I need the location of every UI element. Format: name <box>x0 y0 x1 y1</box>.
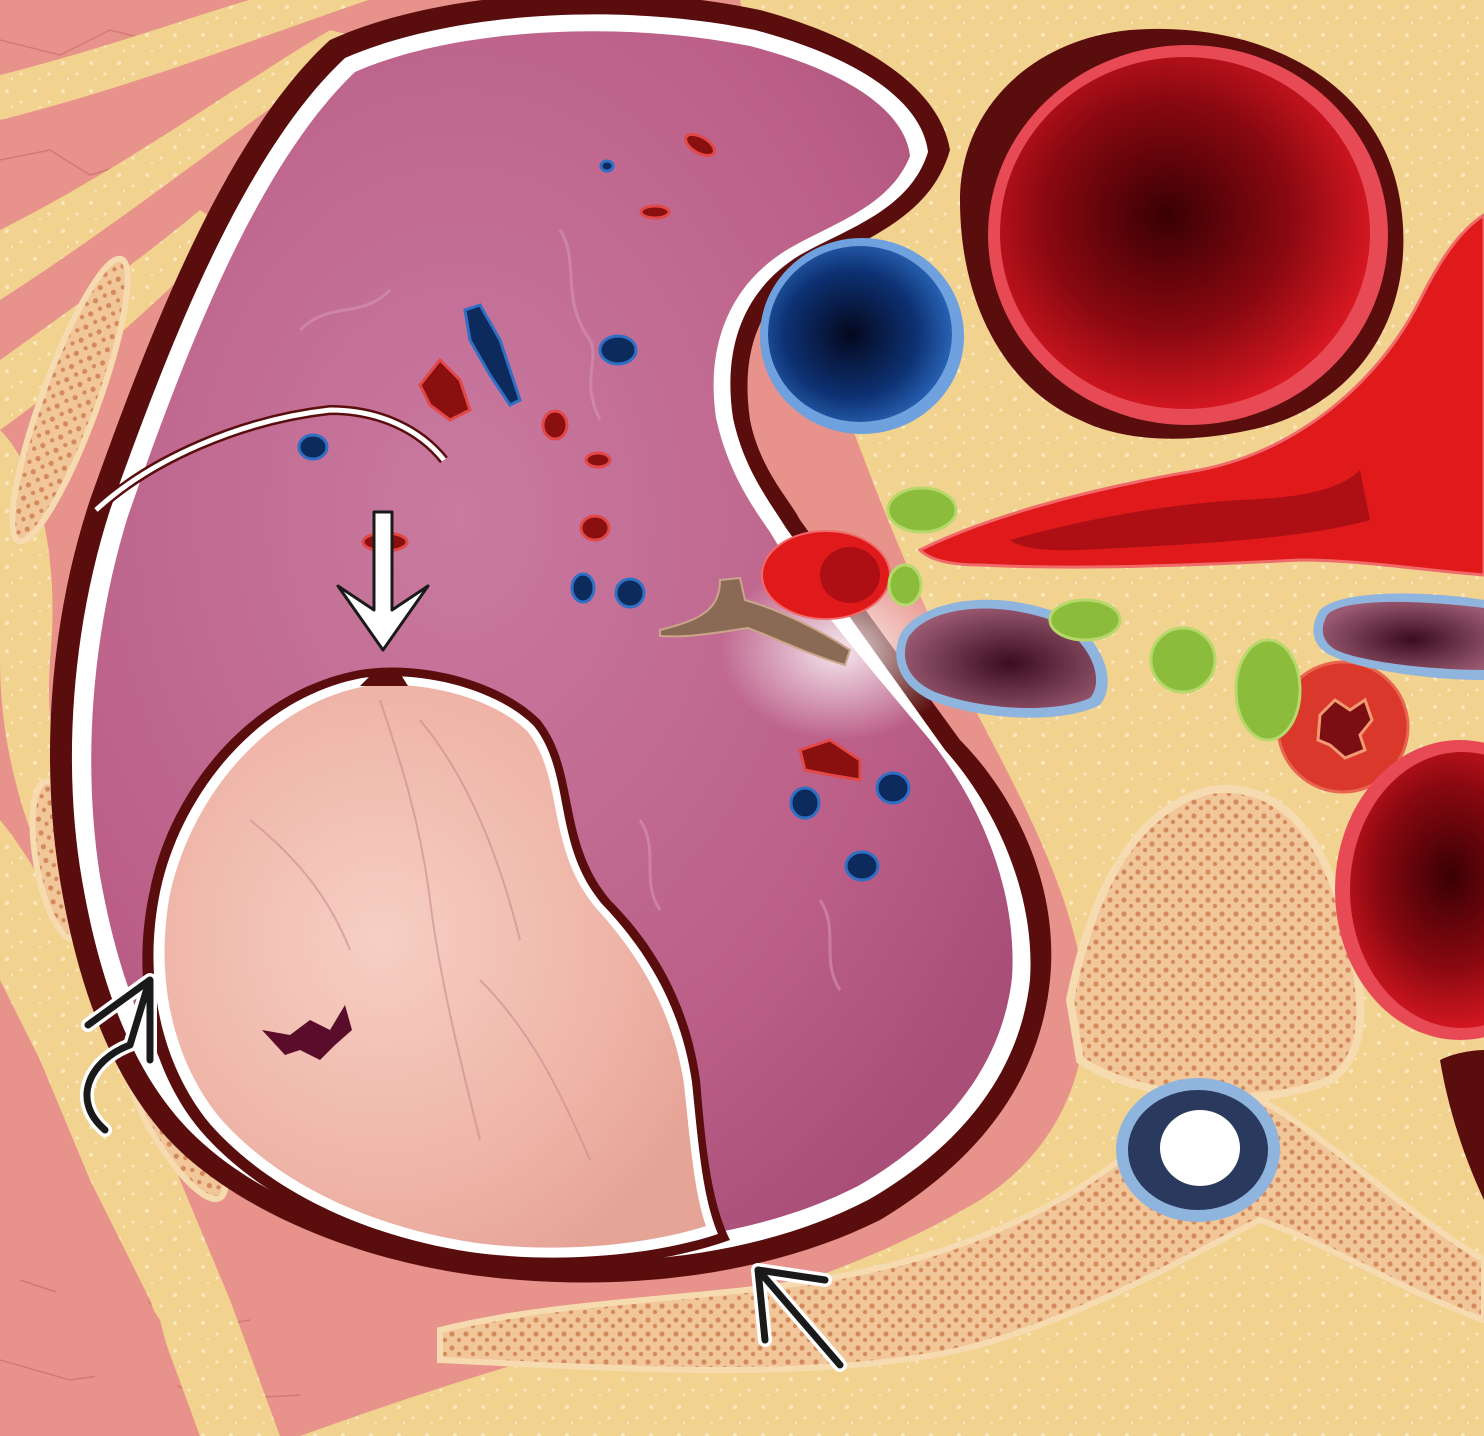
white-down-arrow-icon <box>336 510 430 652</box>
aorta <box>960 28 1404 439</box>
black-arrow-icon <box>751 1263 847 1372</box>
curved-arrow-icon <box>80 973 157 1137</box>
azygos-vein <box>1440 1050 1484 1200</box>
pulmonary-artery <box>917 213 1484 577</box>
lymph-nodes <box>886 486 1302 742</box>
esophagus <box>1276 660 1410 794</box>
descending-aorta <box>1335 740 1484 1040</box>
lung-texture <box>298 229 842 991</box>
pleural-tag <box>360 668 408 686</box>
left-fat-margin <box>0 430 100 900</box>
tumor-mass <box>142 667 730 1268</box>
tumor-necrosis <box>262 1005 352 1060</box>
hilar-artery <box>761 530 891 620</box>
superior-vena-cava <box>760 238 964 434</box>
spinal-canal <box>1116 1078 1280 1222</box>
tumor-body <box>164 684 706 1248</box>
bronchus <box>659 576 852 667</box>
